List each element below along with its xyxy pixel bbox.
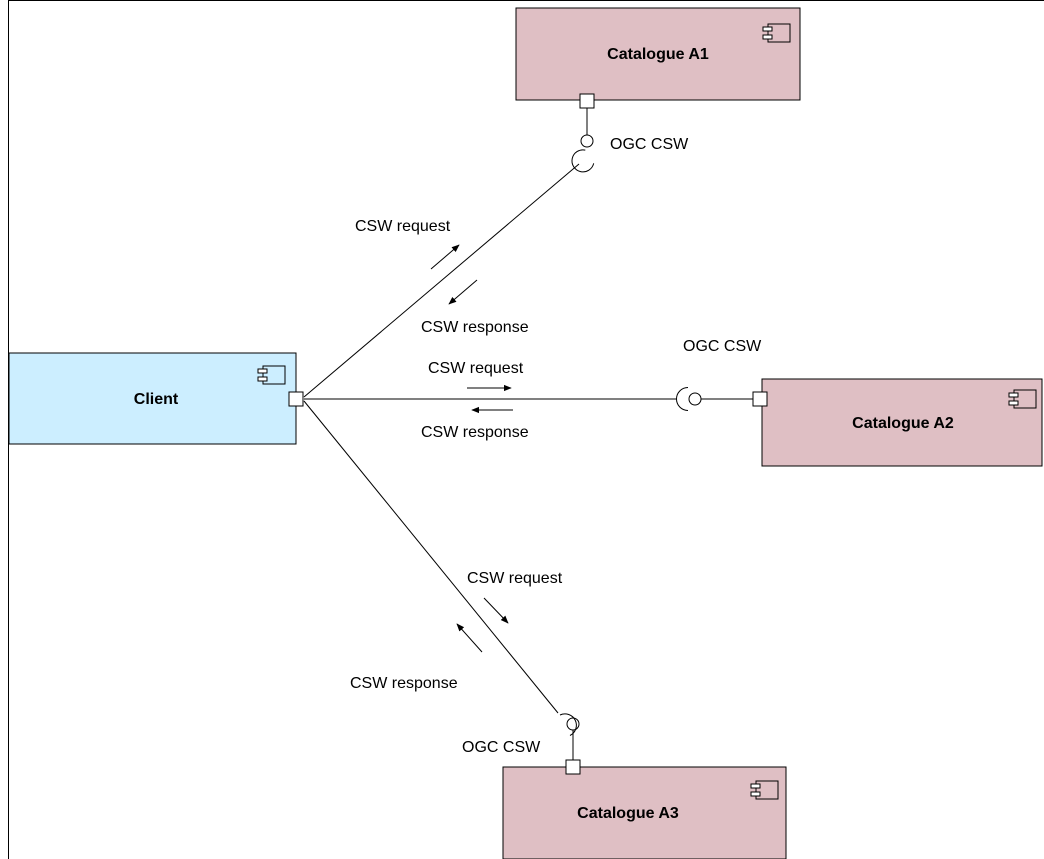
catalogue-a3-port: [565, 759, 581, 775]
catalogue-a3-label: Catalogue A3: [577, 805, 679, 822]
response-label-a2: CSW response: [421, 424, 529, 441]
client-port: [288, 391, 304, 407]
connector-client-a1: [303, 163, 580, 398]
response-label-a1: CSW response: [421, 319, 529, 336]
interface-a1-label: OGC CSW: [610, 136, 689, 153]
interface-a3: [559, 713, 580, 760]
component-catalogue-a2[interactable]: Catalogue A2: [761, 378, 1043, 467]
client-label: Client: [134, 391, 179, 408]
component-catalogue-a1[interactable]: Catalogue A1: [515, 7, 801, 101]
response-arrow-a1: [448, 279, 478, 305]
interface-a2: [676, 387, 753, 411]
response-label-a3: CSW response: [350, 675, 458, 692]
request-label-a2: CSW request: [428, 360, 524, 377]
response-arrow-a3: [456, 623, 483, 653]
request-label-a1: CSW request: [355, 218, 451, 235]
interface-a3-label: OGC CSW: [462, 739, 541, 756]
catalogue-a1-label: Catalogue A1: [607, 46, 709, 63]
component-client[interactable]: Client: [8, 352, 297, 445]
request-label-a3: CSW request: [467, 570, 563, 587]
interface-a2-label: OGC CSW: [683, 338, 762, 355]
catalogue-a1-port: [579, 93, 595, 109]
component-catalogue-a3[interactable]: Catalogue A3: [502, 766, 787, 859]
catalogue-a2-port: [752, 391, 768, 407]
component-icon: [762, 23, 791, 43]
component-icon: [750, 780, 779, 800]
request-arrow-a3: [483, 597, 509, 624]
connector-client-a3: [303, 400, 559, 714]
component-icon: [1008, 389, 1037, 409]
request-arrow-a1: [430, 244, 460, 270]
component-icon: [257, 365, 286, 385]
catalogue-a2-label: Catalogue A2: [852, 415, 954, 432]
interface-a1: [571, 108, 595, 173]
